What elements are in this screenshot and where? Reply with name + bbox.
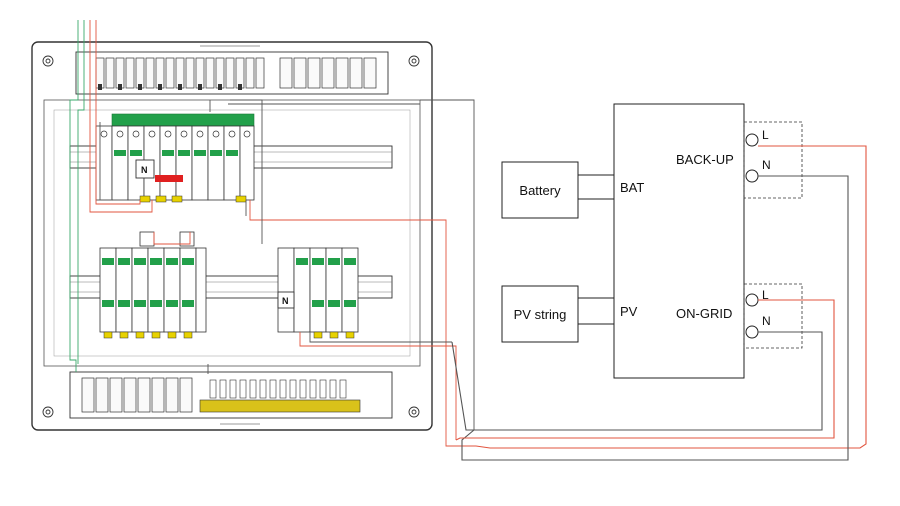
breaker-row-2-left (99, 231, 207, 339)
ongrid-label: ON-GRID (676, 306, 732, 321)
breaker-row-2-right: N (277, 247, 359, 339)
backup-l-label: L (762, 128, 769, 142)
backup-n-label: N (762, 158, 771, 172)
backup-terminal-box (743, 121, 803, 199)
ongrid-n-terminal (745, 325, 759, 339)
connection-wires (451, 145, 867, 461)
ongrid-l-wire (455, 299, 835, 441)
backup-l-terminal (745, 133, 759, 147)
pv-string-label: PV string (514, 307, 567, 322)
ongrid-l-label: L (762, 288, 769, 302)
distribution-panel: N (31, 20, 476, 447)
ongrid-n-label: N (762, 314, 771, 328)
busbar-terminals (209, 379, 347, 399)
panel-inner-frame-2 (53, 109, 411, 357)
battery-label: Battery (519, 183, 561, 198)
bottom-terminal-blocks (81, 377, 193, 413)
bat-port-label: BAT (620, 180, 644, 195)
breaker-row-1: N (95, 113, 255, 203)
pv-string-box (501, 285, 579, 343)
ongrid-l-terminal (745, 293, 759, 307)
corner-screws (42, 55, 420, 418)
battery-box (501, 161, 579, 219)
pv-port-label: PV (620, 304, 638, 319)
panel-n-label-right: N (282, 296, 289, 306)
red-breaker-lever (155, 175, 183, 182)
inverter-box (613, 103, 745, 379)
ongrid-n-wire (451, 331, 823, 431)
backup-l-wire (475, 145, 867, 449)
backup-label: BACK-UP (676, 152, 734, 167)
panel-internal-wiring (69, 20, 476, 447)
top-terminal-blocks (95, 57, 377, 89)
bottom-busbar (199, 399, 361, 413)
top-terminal-screws (98, 84, 242, 90)
inverter-schematic: Battery BAT PV string PV BACK-UP L N ON-… (501, 103, 803, 379)
panel-n-label-left: N (141, 165, 148, 175)
backup-n-terminal (745, 169, 759, 183)
ongrid-terminal-box (743, 283, 803, 349)
